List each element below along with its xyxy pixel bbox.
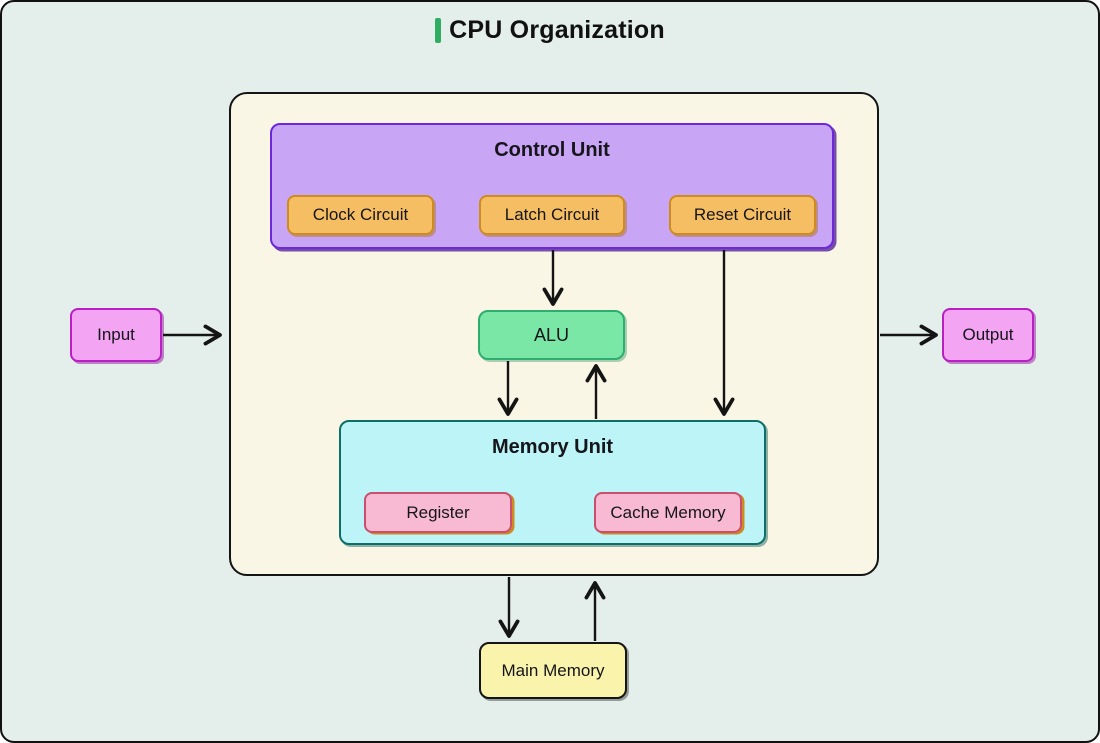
register-box: Register — [364, 492, 512, 533]
reset-circuit-box: Reset Circuit — [669, 195, 816, 235]
clock-circuit-label: Clock Circuit — [312, 205, 409, 224]
alu-label: ALU — [533, 324, 569, 345]
control-unit-label: Control Unit — [494, 139, 610, 161]
alu-box: ALU — [478, 310, 625, 360]
register-label: Register — [406, 502, 470, 522]
diagram-title: CPU Organization — [2, 16, 1098, 45]
output-box: Output — [942, 308, 1034, 362]
cache-memory-label: Cache Memory — [610, 502, 726, 522]
reset-circuit-label: Reset Circuit — [693, 205, 792, 224]
output-label: Output — [962, 325, 1014, 344]
cache-memory-box: Cache Memory — [594, 492, 742, 533]
clock-circuit-box: Clock Circuit — [287, 195, 434, 235]
title-accent-bar — [435, 18, 442, 43]
memory-unit-label: Memory Unit — [491, 436, 614, 458]
main-memory-label: Main Memory — [501, 660, 605, 680]
input-label: Input — [97, 325, 135, 344]
input-box: Input — [70, 308, 162, 362]
main-memory-box: Main Memory — [479, 642, 627, 699]
latch-circuit-box: Latch Circuit — [479, 195, 625, 235]
latch-circuit-label: Latch Circuit — [504, 205, 600, 224]
page-title: CPU Organization — [449, 16, 665, 44]
